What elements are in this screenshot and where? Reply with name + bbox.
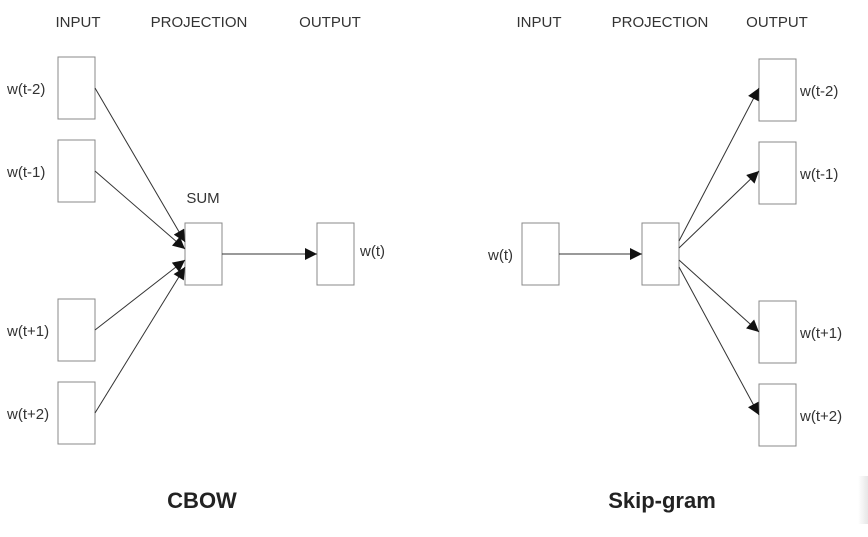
cbow-title: CBOW — [167, 488, 237, 513]
skipgram-output-box — [758, 141, 797, 205]
edge-shadow — [858, 476, 868, 524]
skipgram-arrow — [678, 170, 760, 249]
cbow-sum-label: SUM — [186, 190, 219, 207]
cbow-input-box — [57, 381, 96, 445]
cbow-arrow — [94, 87, 186, 243]
cbow-input-label: w(t-1) — [6, 164, 45, 181]
skipgram-output-box — [758, 58, 797, 122]
cbow-projection-header: PROJECTION — [151, 14, 248, 31]
skipgram-projection-header: PROJECTION — [612, 14, 709, 31]
cbow-projection-box — [184, 222, 223, 286]
skipgram-output-box — [758, 300, 797, 364]
cbow-input-box — [57, 56, 96, 120]
cbow-arrow — [94, 170, 186, 250]
cbow-output-header: OUTPUT — [299, 14, 361, 31]
cbow-input-header: INPUT — [56, 14, 101, 31]
skipgram-input-box — [521, 222, 560, 286]
cbow-arrow — [94, 266, 186, 414]
cbow-input-box — [57, 298, 96, 362]
cbow-input-label: w(t+2) — [6, 406, 49, 423]
cbow-input-box — [57, 139, 96, 203]
skipgram-output-label: w(t-2) — [799, 83, 838, 100]
skipgram-title: Skip-gram — [608, 488, 716, 513]
skipgram-input-header: INPUT — [517, 14, 562, 31]
skipgram-projection-box — [641, 222, 680, 286]
skipgram-arrow — [678, 87, 760, 242]
skipgram-input-label: w(t) — [487, 247, 513, 264]
skipgram-output-box — [758, 383, 797, 447]
cbow-model: INPUT PROJECTION OUTPUT w(t-2) w(t-1) w(… — [6, 14, 385, 513]
cbow-input-label: w(t+1) — [6, 323, 49, 340]
skipgram-output-label: w(t+2) — [799, 408, 842, 425]
skipgram-arrow — [678, 259, 760, 333]
cbow-output-label: w(t) — [359, 243, 385, 260]
skipgram-output-label: w(t-1) — [799, 166, 838, 183]
skipgram-output-header: OUTPUT — [746, 14, 808, 31]
cbow-output-box — [316, 222, 355, 286]
skipgram-arrow — [678, 266, 760, 416]
cbow-arrow — [94, 259, 186, 331]
cbow-input-label: w(t-2) — [6, 81, 45, 98]
skipgram-model: INPUT PROJECTION OUTPUT w(t) w(t-2) w(t-… — [487, 14, 842, 513]
skipgram-output-label: w(t+1) — [799, 325, 842, 342]
